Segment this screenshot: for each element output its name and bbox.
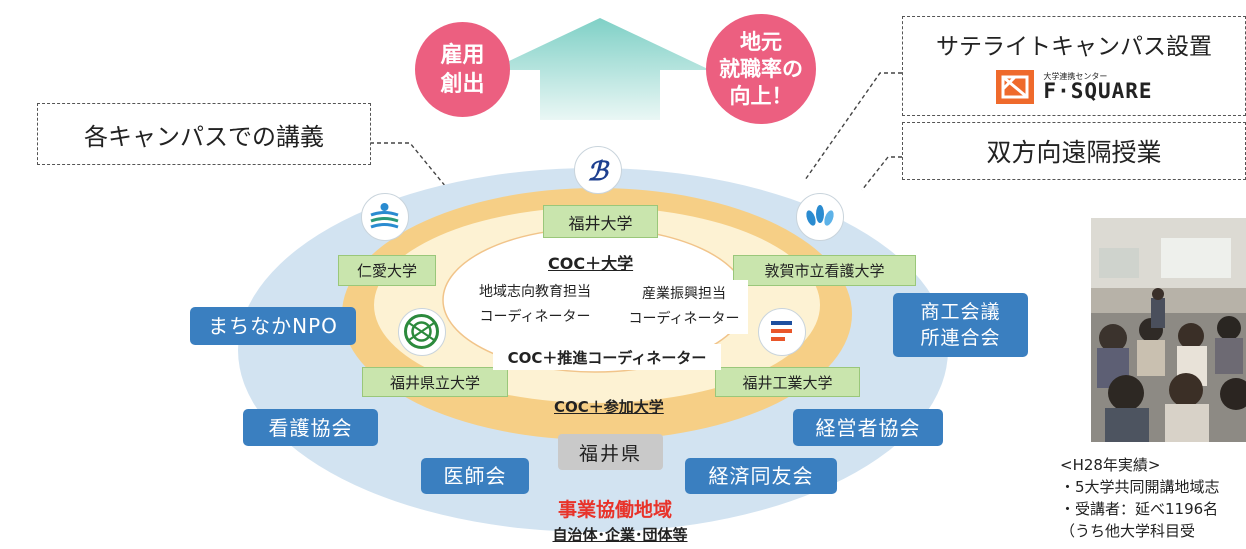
region-title: 事業協働地域 bbox=[557, 499, 672, 521]
classroom-photo bbox=[1091, 218, 1246, 442]
industry-promotion-coordinator: 産業振興担当 コーディネーター bbox=[620, 280, 748, 334]
tech-univ-logo bbox=[758, 308, 806, 356]
remote-connector bbox=[861, 156, 902, 191]
fsquare-logo: 大学連携センター F·SQUARE bbox=[995, 69, 1152, 105]
local-employment-rate-bubble: 地元 就職率の 向上！ bbox=[706, 14, 816, 124]
partner-managers-association: 経営者協会 bbox=[793, 409, 943, 446]
fukui-univ-logo: ℬ bbox=[574, 146, 622, 194]
coc-participating-heading: COC＋参加大学 bbox=[554, 398, 664, 416]
partner-medical-association: 医師会 bbox=[421, 458, 529, 494]
fsquare-logo-icon bbox=[996, 70, 1035, 104]
partner-doyukai: 経済同友会 bbox=[685, 458, 837, 494]
region-subtitle: 自治体･企業･団体等 bbox=[552, 526, 688, 544]
record-heading: <H28年実績> bbox=[1060, 456, 1161, 474]
satellite-callout: サテライトキャンパス設置 大学連携センター F·SQUARE bbox=[902, 16, 1246, 116]
jinai-univ-logo bbox=[361, 193, 409, 241]
tech-univ-label: 福井工業大学 bbox=[742, 373, 833, 392]
lecture-callout-text: 各キャンパスでの講義 bbox=[84, 122, 324, 151]
partner-nursing-association: 看護協会 bbox=[243, 409, 378, 446]
tech-univ-logo-icon bbox=[771, 321, 792, 341]
prefectural-univ-logo-icon bbox=[404, 314, 439, 349]
tsuruga-univ-label: 敦賀市立看護大学 bbox=[764, 262, 885, 280]
satellite-callout-text: サテライトキャンパス設置 bbox=[936, 34, 1212, 60]
upward-arrow-graphic bbox=[490, 18, 710, 120]
remote-class-callout-text: 双方向遠隔授業 bbox=[986, 138, 1162, 167]
coc-university-heading: COC＋大学 bbox=[548, 254, 634, 273]
fukui-univ-box: 福井大学 bbox=[543, 205, 658, 238]
lecture-callout: 各キャンパスでの講義 bbox=[37, 103, 371, 165]
jinai-univ-box: 仁愛大学 bbox=[338, 255, 436, 286]
employment-creation-bubble: 雇用 創出 bbox=[415, 22, 510, 117]
tsuruga-univ-logo bbox=[796, 193, 844, 241]
fukui-univ-logo-icon: ℬ bbox=[587, 157, 610, 187]
fukui-univ-label: 福井大学 bbox=[568, 213, 633, 233]
tsuruga-univ-logo-icon bbox=[806, 205, 834, 226]
fukui-prefecture-box: 福井県 bbox=[558, 434, 663, 470]
coc-promotion-coordinator: COC＋推進コーディネーター bbox=[493, 344, 721, 370]
remote-class-callout: 双方向遠隔授業 bbox=[902, 122, 1246, 180]
satellite-connector bbox=[804, 72, 902, 181]
prefectural-univ-logo bbox=[398, 308, 446, 356]
local-education-coordinator: 地域志向教育担当 コーディネーター bbox=[465, 278, 605, 332]
partner-machinaka-npo: まちなかNPO bbox=[190, 307, 356, 345]
jinai-univ-logo-icon bbox=[370, 203, 399, 229]
record-line-3: （うち他大学科目受 bbox=[1060, 522, 1196, 540]
fsquare-logo-subtext: 大学連携センター bbox=[1043, 71, 1108, 81]
tech-univ-box: 福井工業大学 bbox=[715, 367, 860, 397]
record-line-1: ・5大学共同開講地域志 bbox=[1060, 478, 1220, 496]
prefectural-univ-label: 福井県立大学 bbox=[389, 373, 480, 392]
partner-chamber-federation: 商工会議 所連合会 bbox=[893, 293, 1028, 357]
svg-text:ℬ: ℬ bbox=[587, 157, 610, 187]
jinai-univ-label: 仁愛大学 bbox=[356, 262, 417, 280]
prefectural-univ-box: 福井県立大学 bbox=[362, 367, 508, 397]
lecture-connector bbox=[370, 142, 456, 199]
record-line-2: ・受講者：延べ1196名 bbox=[1060, 500, 1219, 518]
tsuruga-univ-box: 敦賀市立看護大学 bbox=[733, 255, 916, 286]
fsquare-logo-text: F·SQUARE bbox=[1043, 78, 1153, 103]
